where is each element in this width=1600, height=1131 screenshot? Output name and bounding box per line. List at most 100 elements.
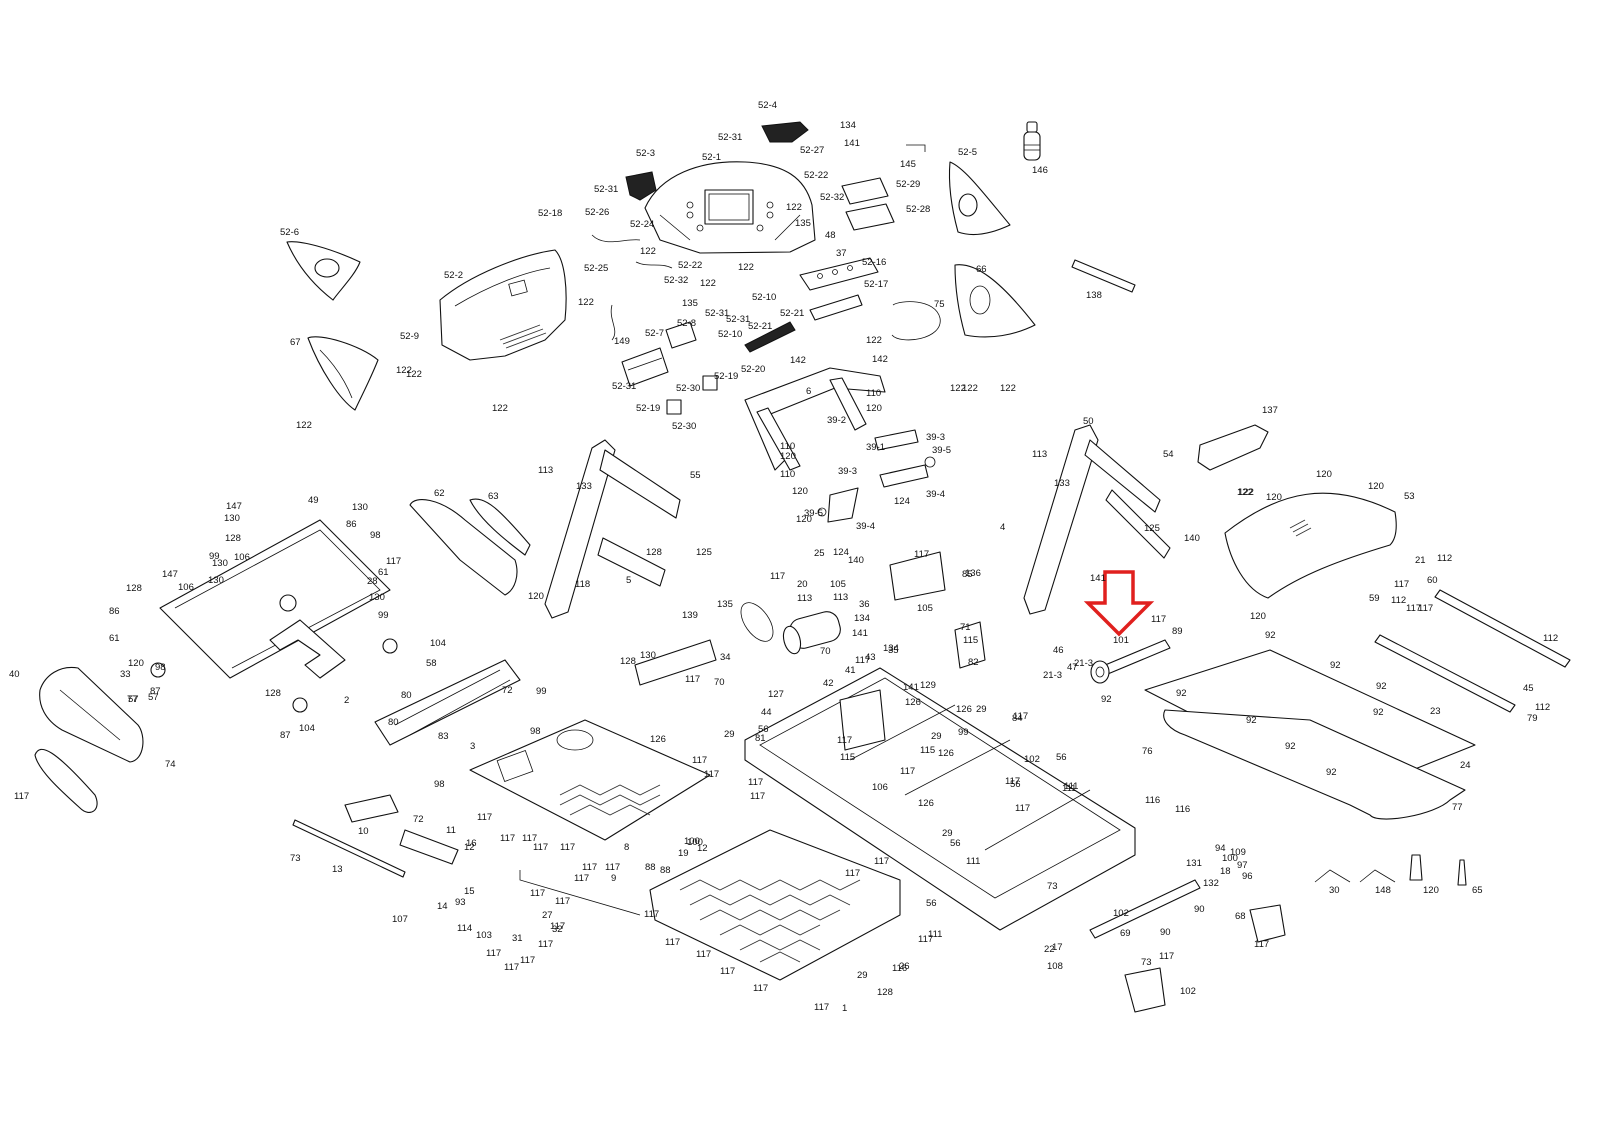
part-number-label: 117 bbox=[685, 674, 700, 685]
part-number-label: 17 bbox=[1052, 942, 1063, 953]
part-number-label: 96 bbox=[1242, 871, 1253, 882]
part-number-label: 52-9 bbox=[400, 331, 419, 342]
part-number-label: 2 bbox=[344, 695, 349, 706]
part-labels: 52-452-3113414152-2714552-514652-352-315… bbox=[9, 100, 1558, 1014]
part-number-label: 102 bbox=[1024, 754, 1040, 765]
part-number-label: 124 bbox=[833, 547, 849, 558]
part-number-label: 120 bbox=[128, 658, 144, 669]
part-number-label: 112 bbox=[1543, 633, 1558, 644]
part-number-label: 117 bbox=[855, 655, 870, 666]
handlebar-assembly bbox=[744, 367, 936, 523]
part-number-label: 12 bbox=[697, 843, 708, 854]
part-number-label: 129 bbox=[920, 680, 936, 691]
part-number-label: 76 bbox=[1142, 746, 1153, 757]
callout-arrow bbox=[1083, 570, 1155, 637]
part-number-label: 71 bbox=[960, 622, 971, 633]
part-number-label: 122 bbox=[492, 403, 508, 414]
part-number-label: 141 bbox=[844, 138, 860, 149]
part-number-label: 85 bbox=[962, 569, 973, 580]
part-number-label: 104 bbox=[430, 638, 446, 649]
part-number-label: 117 bbox=[704, 769, 719, 780]
part-number-label: 52-30 bbox=[676, 383, 700, 394]
part-number-label: 80 bbox=[401, 690, 412, 701]
part-number-label: 13 bbox=[332, 864, 343, 875]
part-number-label: 122 bbox=[1237, 487, 1253, 498]
part-number-label: 108 bbox=[1047, 961, 1063, 972]
part-number-label: 117 bbox=[814, 1002, 829, 1013]
part-number-label: 102 bbox=[1180, 986, 1196, 997]
part-number-label: 39-3 bbox=[926, 432, 945, 443]
part-number-label: 52-32 bbox=[664, 275, 688, 286]
part-number-label: 55 bbox=[690, 470, 701, 481]
part-number-label: 140 bbox=[848, 555, 864, 566]
part-number-label: 117 bbox=[1394, 579, 1409, 590]
part-number-label: 117 bbox=[550, 921, 565, 932]
part-number-label: 52-6 bbox=[280, 227, 299, 238]
part-number-label: 52-31 bbox=[726, 314, 750, 325]
part-number-label: 69 bbox=[1120, 928, 1131, 939]
part-number-label: 86 bbox=[109, 606, 120, 617]
part-number-label: 97 bbox=[1237, 860, 1248, 871]
part-number-label: 90 bbox=[1194, 904, 1205, 915]
part-number-label: 116 bbox=[1145, 795, 1160, 806]
part-number-label: 112 bbox=[1391, 595, 1406, 606]
part-number-label: 29 bbox=[857, 970, 868, 981]
part-number-label: 104 bbox=[299, 723, 315, 734]
part-number-label: 86 bbox=[346, 519, 357, 530]
part-number-label: 57 bbox=[148, 692, 159, 703]
part-number-label: 66 bbox=[976, 264, 987, 275]
part-number-label: 19 bbox=[678, 848, 689, 859]
part-number-label: 28 bbox=[367, 576, 378, 587]
part-number-label: 29 bbox=[942, 828, 953, 839]
part-number-label: 39-2 bbox=[827, 415, 846, 426]
part-number-label: 52-21 bbox=[748, 321, 772, 332]
part-number-label: 120 bbox=[780, 451, 796, 462]
part-number-label: 117 bbox=[582, 862, 597, 873]
part-number-label: 58 bbox=[426, 658, 437, 669]
part-number-label: 52-21 bbox=[780, 308, 804, 319]
part-number-label: 56 bbox=[1056, 752, 1067, 763]
part-number-label: 117 bbox=[1254, 939, 1269, 950]
part-number-label: 29 bbox=[724, 729, 735, 740]
part-number-label: 18 bbox=[1220, 866, 1231, 877]
part-number-label: 118 bbox=[575, 579, 590, 590]
part-number-label: 92 bbox=[1265, 630, 1276, 641]
part-number-label: 98 bbox=[530, 726, 541, 737]
part-number-label: 48 bbox=[825, 230, 836, 241]
part-number-label: 106 bbox=[872, 782, 888, 793]
part-number-label: 61 bbox=[109, 633, 120, 644]
part-number-label: 117 bbox=[748, 777, 763, 788]
part-number-label: 88 bbox=[645, 862, 656, 873]
part-number-label: 127 bbox=[768, 689, 784, 700]
part-number-label: 106 bbox=[178, 582, 194, 593]
part-number-label: 52-30 bbox=[672, 421, 696, 432]
part-number-label: 93 bbox=[455, 897, 466, 908]
part-number-label: 117 bbox=[555, 896, 570, 907]
part-number-label: 88 bbox=[660, 865, 671, 876]
part-number-label: 120 bbox=[528, 591, 544, 602]
part-number-label: 115 bbox=[963, 635, 978, 646]
part-number-label: 140 bbox=[1184, 533, 1200, 544]
part-number-label: 1 bbox=[842, 1003, 847, 1014]
part-number-label: 89 bbox=[1172, 626, 1183, 637]
part-number-label: 56 bbox=[758, 724, 769, 735]
part-number-label: 94 bbox=[1215, 843, 1226, 854]
part-number-label: 117 bbox=[500, 833, 515, 844]
part-number-label: 99 bbox=[958, 727, 969, 738]
part-number-label: 41 bbox=[845, 665, 856, 676]
console-assembly bbox=[286, 121, 1136, 415]
part-number-label: 122 bbox=[962, 383, 978, 394]
part-number-label: 109 bbox=[1230, 847, 1246, 858]
part-number-label: 92 bbox=[1285, 741, 1296, 752]
part-number-label: 141 bbox=[852, 628, 868, 639]
part-number-label: 87 bbox=[150, 686, 161, 697]
part-number-label: 117 bbox=[520, 955, 535, 966]
part-number-label: 138 bbox=[1086, 290, 1102, 301]
part-number-label: 149 bbox=[614, 336, 630, 347]
part-number-label: 52-1 bbox=[702, 152, 721, 163]
part-number-label: 133 bbox=[576, 481, 592, 492]
part-number-label: 131 bbox=[1186, 858, 1202, 869]
part-number-label: 6 bbox=[806, 386, 811, 397]
part-number-label: 49 bbox=[308, 495, 319, 506]
part-number-label: 134 bbox=[854, 613, 870, 624]
